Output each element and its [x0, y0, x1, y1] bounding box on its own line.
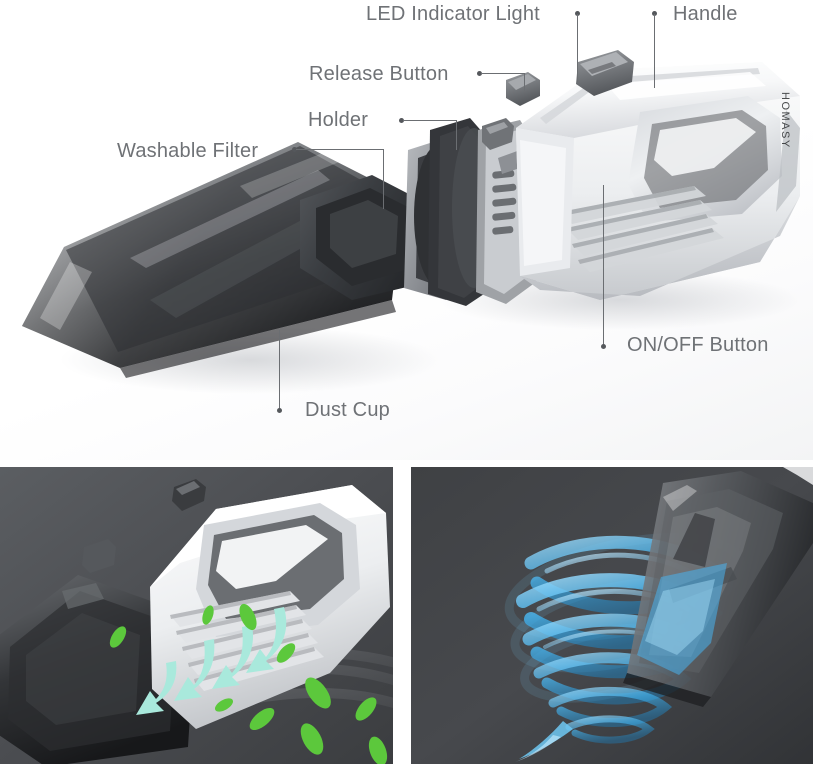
label-led-indicator-light: LED Indicator Light: [366, 3, 540, 25]
leader-dot-led: [575, 11, 580, 16]
leader-line-handle: [654, 14, 656, 88]
led-indicator-part: [576, 50, 634, 96]
leader-dot-dustcup: [277, 408, 282, 413]
latch-tab-part: [482, 118, 514, 150]
leader-line-dustcup: [279, 330, 281, 409]
washable-filter-part: [300, 175, 430, 300]
body-vent-grille: [560, 186, 724, 272]
leader-line-onoff: [603, 185, 605, 345]
leader-line-release-v: [524, 73, 526, 91]
airflow-arrows: [136, 607, 287, 715]
feature-photo-row: [0, 463, 813, 768]
label-release-button: Release Button: [309, 63, 449, 85]
label-on-off-button: ON/OFF Button: [627, 334, 769, 356]
brand-logo: HOMASY: [779, 92, 791, 149]
main-body: [516, 62, 800, 300]
label-holder: Holder: [308, 109, 369, 131]
label-handle: Handle: [673, 3, 738, 25]
release-button-part: [506, 72, 540, 106]
leader-line-holder-v: [456, 120, 458, 150]
leader-dot-holder: [399, 118, 404, 123]
leader-line-led: [577, 14, 579, 82]
leader-dot-filter: [292, 147, 297, 152]
leader-line-release-h: [481, 73, 525, 75]
leader-dot-handle: [652, 11, 657, 16]
leader-line-filter-v: [383, 149, 385, 209]
leader-dot-onoff: [601, 344, 606, 349]
airflow-exhaust-photo: [0, 467, 393, 764]
vacuum-exploded-illustration: [22, 50, 800, 394]
cyclone-suction-photo: [411, 467, 813, 764]
label-dust-cup: Dust Cup: [305, 399, 390, 421]
label-washable-filter: Washable Filter: [117, 140, 259, 162]
leader-line-filter-h: [296, 149, 384, 151]
exploded-diagram: HOMASY LED Indicator Light Handle Releas…: [0, 0, 813, 460]
leader-dot-release: [477, 71, 482, 76]
green-leaves: [109, 603, 388, 764]
leader-line-holder-h: [403, 120, 457, 122]
